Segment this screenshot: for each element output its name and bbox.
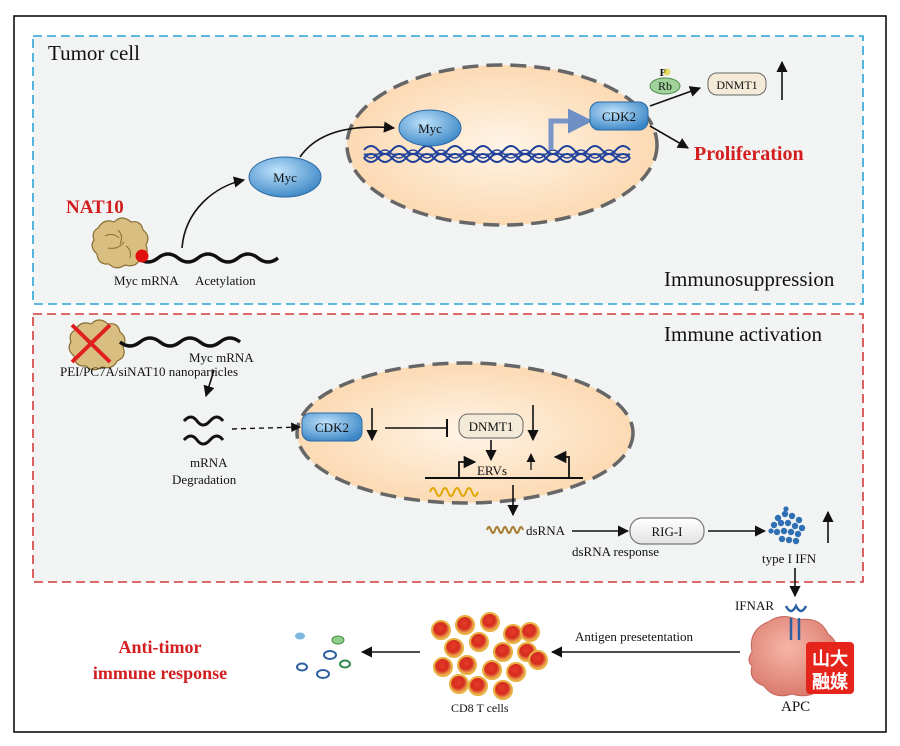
nat10-inhibited-icon	[68, 319, 126, 371]
erv-promoter-left	[458, 455, 477, 478]
cdk2-middle-box	[301, 412, 363, 442]
rb-protein	[649, 77, 681, 95]
cd8-t-cells-cluster	[431, 612, 548, 700]
nanoparticles-label: PEI/PC7A/siNAT10 nanoparticles	[60, 364, 238, 379]
ifnar-label: IFNAR	[735, 598, 774, 613]
immunosuppression-label: Immunosuppression	[664, 267, 835, 291]
dnmt1-top-box	[707, 72, 767, 96]
type-i-ifn-cluster	[768, 506, 806, 545]
myc-to-nucleus-arrow	[299, 121, 396, 158]
antigen-presentation-label: Antigen presetentation	[575, 629, 694, 644]
top-panel: Tumor cell Immunosuppression Myc CDK2 Rb…	[32, 35, 864, 305]
promoter-arrow-top	[548, 108, 593, 150]
mrna-degradation-line1: mRNA	[190, 455, 228, 470]
cdk2-top-box	[589, 101, 649, 131]
nat10-label: NAT10	[66, 197, 124, 218]
anti-tumor-line1: Anti-timor	[119, 637, 202, 657]
degraded-mrna-wave-1	[182, 415, 225, 427]
immune-activation-label: Immune activation	[664, 322, 823, 346]
proliferation-label: Proliferation	[694, 143, 804, 165]
erv-promoter-right	[553, 450, 570, 478]
myc-mrna-label-top: Myc mRNA	[114, 273, 179, 288]
dna-helix-top	[363, 145, 631, 163]
ifnar-receptor-icon	[784, 603, 808, 640]
anti-tumor-line2: immune response	[93, 663, 227, 683]
watermark-line2: 融媒	[812, 671, 849, 693]
rb-label: Rb	[658, 79, 672, 93]
cytokine-particles	[295, 632, 351, 679]
dnmt1-top-label: DNMT1	[716, 78, 757, 92]
watermark-badge	[806, 642, 854, 694]
tumor-nucleus	[345, 63, 659, 227]
dsrna-icon	[485, 525, 525, 535]
myc-cytoplasm-label: Myc	[273, 170, 297, 185]
myc-nucleus-protein	[398, 109, 462, 147]
rig-i-box	[629, 517, 705, 545]
cdk2-top-label: CDK2	[602, 109, 636, 124]
apc-label: APC	[781, 699, 810, 715]
myc-nucleus-label: Myc	[418, 121, 442, 136]
cdk2-to-proliferation-arrow	[649, 125, 689, 149]
myc-mrna-wave-top	[136, 252, 280, 264]
dsrna-response-label: dsRNA response	[572, 544, 659, 559]
rb-phosphate-label: P	[660, 67, 667, 79]
degradation-to-cdk2-arrow	[231, 422, 301, 433]
cdk2-middle-label: CDK2	[315, 420, 349, 435]
dnmt1-middle-box	[458, 413, 524, 439]
type-i-ifn-label: type I IFN	[762, 551, 817, 566]
ervs-label: ERVs	[477, 463, 507, 478]
watermark-line1: 山大	[812, 648, 848, 670]
myc-cytoplasm-protein	[248, 156, 322, 198]
rb-phosphate-dot	[663, 68, 671, 76]
acetylation-dot	[135, 249, 149, 263]
erv-transcript-coil	[429, 487, 479, 497]
myc-mrna-wave-middle	[118, 336, 242, 348]
mrna-degradation-arrow	[203, 369, 215, 398]
dsrna-label: dsRNA	[526, 523, 566, 538]
acetylation-label: Acetylation	[195, 273, 256, 288]
mrna-to-myc-arrow	[181, 176, 246, 249]
bottom-section: IFNAR APC 山大 融媒 Antigen presetentation C…	[93, 568, 854, 715]
mrna-degradation-line2: Degradation	[172, 472, 237, 487]
cdk2-to-rb-arrow	[649, 86, 702, 107]
degraded-mrna-wave-2	[182, 434, 225, 446]
cd8-t-cells-label: CD8 T cells	[451, 701, 509, 715]
top-panel-title: Tumor cell	[48, 41, 140, 65]
middle-panel: Immune activation Myc mRNA PEI/PC7A/siNA…	[32, 313, 864, 583]
dnmt1-middle-label: DNMT1	[469, 419, 514, 434]
myc-mrna-label-middle: Myc mRNA	[189, 350, 254, 365]
rig-i-label: RIG-I	[651, 524, 682, 539]
